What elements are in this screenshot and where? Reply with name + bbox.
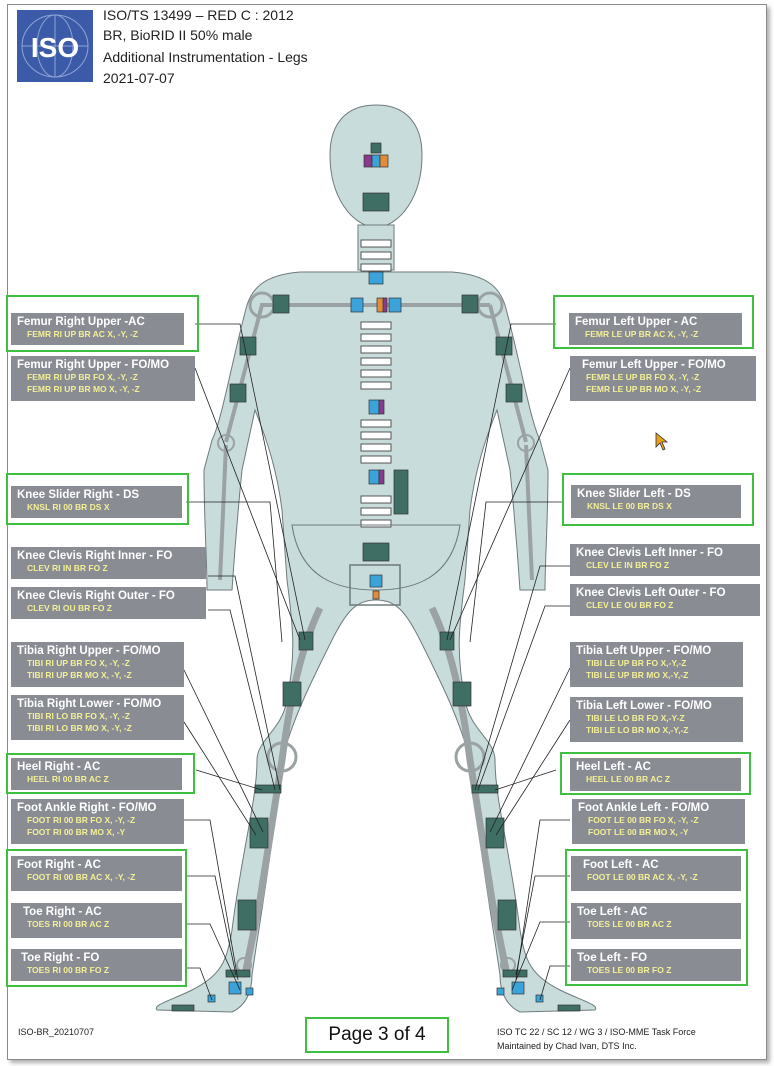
label-foot-ankle-left: Foot Ankle Left - FO/MO FOOT LE 00 BR FO… [572, 799, 745, 844]
label-toe-right-ac: Toe Right - AC TOES RI 00 BR AC Z [11, 903, 182, 938]
logo-text: ISO [30, 32, 80, 63]
label-femur-left-upper-ac: Femur Left Upper - AC FEMR LE UP BR AC X… [569, 313, 742, 345]
highlight-heel-right [6, 753, 195, 794]
highlight-knee-slider-right [6, 473, 189, 525]
header-dummy: BR, BioRID II 50% male [103, 27, 253, 43]
page-indicator: Page 3 of 4 [305, 1017, 449, 1053]
label-heel-left: Heel Left - AC HEEL LE 00 BR AC Z [570, 758, 741, 791]
heel-right-sensor [254, 784, 282, 794]
ankle-right-sensor [225, 969, 251, 978]
pelvis-outline [291, 524, 461, 591]
label-tibia-right-lower: Tibia Right Lower - FO/MO TIBI RI LO BR … [11, 695, 184, 740]
label-foot-left: Foot Left - AC FOOT LE 00 BR AC X, -Y, -… [571, 856, 741, 891]
femur-right-mid-sensor [282, 681, 302, 707]
label-tibia-left-lower: Tibia Left Lower - FO/MO TIBI LE LO BR F… [570, 697, 743, 742]
torso-sensors [229, 142, 523, 600]
femur-right-upper-sensor [298, 631, 314, 651]
leader-lines [183, 323, 571, 1001]
mouse-cursor-icon [655, 432, 669, 451]
highlight-foot-toe-left [565, 849, 748, 986]
header-date: 2021-07-07 [103, 70, 175, 86]
header-subject: Additional Instrumentation - Legs [103, 49, 308, 65]
label-toe-left-fo: Toe Left - FO TOES LE 00 BR FO Z [571, 949, 741, 981]
label-knee-clevis-right-outer: Knee Clevis Right Outer - FO CLEV RI OU … [11, 587, 206, 619]
toe-left-sensor [557, 1004, 581, 1012]
pelvis-box [349, 564, 401, 606]
highlight-knee-slider-left [562, 473, 754, 526]
label-heel-right: Heel Right - AC HEEL RI 00 BR AC Z [11, 758, 182, 790]
tibia-right-lower-sensor [237, 899, 257, 931]
footer-maintainer: Maintained by Chad Ivan, DTS Inc. [497, 1041, 637, 1051]
footer-doc-id: ISO-BR_20210707 [18, 1027, 95, 1037]
label-foot-right: Foot Right - AC FOOT RI 00 BR AC X, -Y, … [11, 856, 182, 891]
iso-logo: ISO [17, 10, 93, 82]
label-femur-right-upper-fomo: Femur Right Upper - FO/MO FEMR RI UP BR … [11, 356, 195, 401]
highlight-foot-toe-right [6, 849, 187, 987]
label-toe-right-fo: Toe Right - FO TOES RI 00 BR FO Z [11, 949, 182, 981]
ankle-left-sensor [502, 969, 528, 978]
leg-sensors [171, 631, 581, 1012]
tibia-left-sensor [485, 817, 505, 849]
femur-left-upper-sensor [439, 631, 455, 651]
header-standard: ISO/TS 13499 – RED C : 2012 [103, 7, 294, 23]
label-knee-slider-left: Knee Slider Left - DS KNSL LE 00 BR DS X [571, 485, 741, 518]
label-knee-clevis-right-inner: Knee Clevis Right Inner - FO CLEV RI IN … [11, 547, 206, 579]
label-knee-slider-right: Knee Slider Right - DS KNSL RI 00 BR DS … [11, 486, 182, 518]
highlight-femur-left-upper-ac [553, 295, 754, 349]
tibia-left-lower-sensor [497, 899, 517, 931]
label-tibia-right-upper: Tibia Right Upper - FO/MO TIBI RI UP BR … [11, 642, 184, 687]
label-toe-left-ac: Toe Left - AC TOES LE 00 BR AC Z [571, 903, 741, 939]
label-knee-clevis-left-outer: Knee Clevis Left Outer - FO CLEV LE OU B… [570, 584, 760, 616]
toe-right-sensor [171, 1004, 195, 1012]
globe-icon [21, 14, 89, 78]
tibia-right-sensor [249, 817, 269, 849]
label-knee-clevis-left-inner: Knee Clevis Left Inner - FO CLEV LE IN B… [570, 544, 760, 576]
spine [360, 239, 392, 528]
label-foot-ankle-right: Foot Ankle Right - FO/MO FOOT RI 00 BR F… [11, 799, 184, 844]
femur-left-mid-sensor [452, 681, 472, 707]
label-tibia-left-upper: Tibia Left Upper - FO/MO TIBI LE UP BR F… [570, 642, 743, 687]
highlight-heel-left [560, 752, 751, 795]
label-femur-right-upper-ac: Femur Right Upper -AC FEMR RI UP BR AC X… [11, 313, 184, 345]
highlight-femur-right-upper-ac [6, 295, 199, 352]
label-femur-left-upper-fomo: Femur Left Upper - FO/MO FEMR LE UP BR F… [570, 356, 756, 401]
footer-committee: ISO TC 22 / SC 12 / WG 3 / ISO-MME Task … [497, 1027, 696, 1037]
